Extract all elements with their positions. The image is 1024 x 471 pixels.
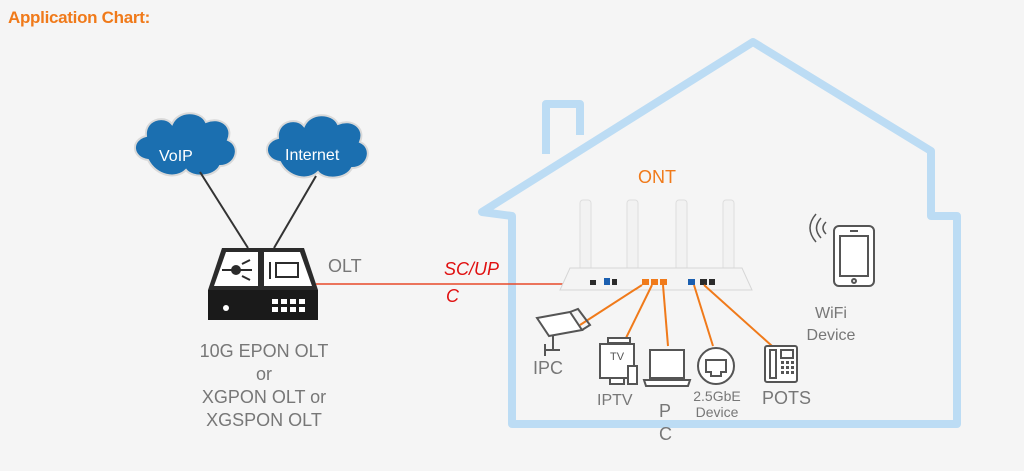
voip-to-olt-link bbox=[199, 171, 249, 249]
olt-caption-line: 10G EPON OLT bbox=[199, 341, 329, 361]
wifi-device-label: WiFi Device bbox=[800, 303, 862, 347]
ipc-camera-icon bbox=[535, 307, 592, 356]
laptop-icon bbox=[642, 349, 692, 387]
gbe-label-line: Device bbox=[695, 404, 739, 420]
wifi-label-line: Device bbox=[806, 327, 856, 344]
voip-cloud bbox=[134, 112, 237, 177]
iptv-link bbox=[624, 284, 653, 341]
wifi-signal-icon bbox=[809, 213, 827, 243]
fiber-label-line2: C bbox=[446, 286, 459, 306]
olt-caption-line: or bbox=[255, 364, 272, 384]
pots-label: POTS bbox=[762, 388, 812, 408]
voip-label: VoIP bbox=[159, 148, 193, 165]
pc-label-line2: C bbox=[659, 424, 672, 444]
olt-label: OLT bbox=[328, 256, 362, 276]
ethernet-port-icon bbox=[697, 347, 735, 385]
olt-device bbox=[208, 248, 318, 320]
ont-label: ONT bbox=[638, 167, 676, 187]
olt-caption: 10G EPON OLT or XGPON OLT or XGSPON OLT bbox=[174, 340, 354, 432]
house-outline bbox=[478, 38, 961, 428]
ipc-link bbox=[579, 284, 643, 326]
phone-icon bbox=[764, 345, 798, 383]
internet-to-olt-link bbox=[273, 175, 317, 249]
gbe-label: 2.5GbE Device bbox=[686, 388, 748, 420]
ont-router bbox=[559, 199, 753, 291]
olt-caption-line: XGSPON OLT bbox=[206, 410, 322, 430]
fiber-label-line1: SC/UP bbox=[444, 259, 500, 279]
gbe-link bbox=[693, 284, 714, 347]
pots-link bbox=[703, 284, 773, 347]
tv-icon bbox=[599, 337, 638, 385]
ipc-label: IPC bbox=[533, 358, 564, 378]
page-title: Application Chart: bbox=[8, 8, 150, 27]
tv-screen-label: TV bbox=[610, 351, 625, 363]
tablet-icon bbox=[833, 225, 875, 287]
olt-caption-line: XGPON OLT or bbox=[201, 387, 327, 407]
house-chimney bbox=[542, 100, 584, 154]
gbe-label-line: 2.5GbE bbox=[693, 388, 741, 404]
pc-label-line1: P bbox=[659, 401, 672, 421]
pc-link bbox=[662, 284, 669, 347]
iptv-label: IPTV bbox=[597, 392, 633, 409]
internet-label: Internet bbox=[285, 147, 340, 164]
internet-cloud bbox=[266, 114, 369, 179]
wifi-label-line: WiFi bbox=[815, 305, 847, 322]
